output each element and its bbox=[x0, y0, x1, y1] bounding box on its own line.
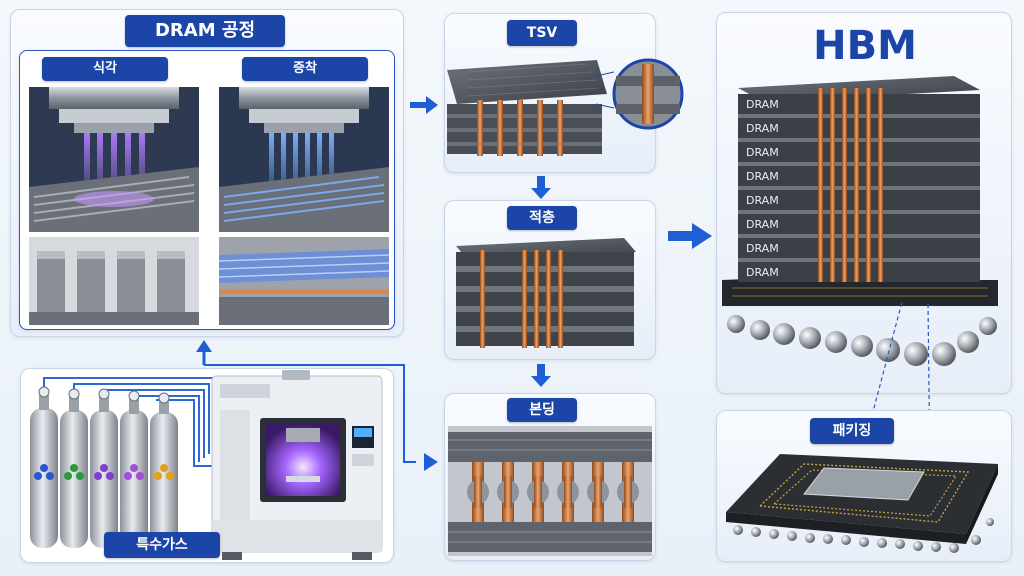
tsv-magnifier-connector bbox=[596, 71, 615, 109]
etch-label: 식각 bbox=[42, 57, 168, 81]
hbm-layer-label-4: DRAM bbox=[746, 170, 779, 183]
tsv-magnified-via bbox=[612, 58, 684, 130]
arrow-tsv-to-stacking bbox=[531, 176, 551, 199]
packaging-label: 패키징 bbox=[810, 418, 894, 444]
etch-chamber-illustration bbox=[29, 87, 199, 232]
deposition-label: 증착 bbox=[242, 57, 368, 81]
hbm-layer-label-6: DRAM bbox=[746, 218, 779, 231]
stacked-dies-illustration bbox=[456, 238, 636, 348]
arrow-process-to-tsv bbox=[410, 96, 438, 114]
hbm-layer-label-7: DRAM bbox=[746, 242, 779, 255]
arrow-to-hbm bbox=[668, 223, 712, 249]
stacking-label: 적층 bbox=[507, 206, 577, 230]
hbm-title: HBM bbox=[813, 23, 917, 69]
package-substrate-illustration bbox=[726, 454, 998, 553]
deposition-layer-closeup bbox=[219, 237, 389, 325]
cylinder-group bbox=[30, 408, 178, 548]
arrow-stacking-to-bonding bbox=[531, 364, 551, 387]
hbm-layer-label-3: DRAM bbox=[746, 146, 779, 159]
deposition-chamber-illustration bbox=[219, 87, 389, 232]
arrow-gas-to-bonding bbox=[424, 453, 438, 471]
hbm-layer-label-8: DRAM bbox=[746, 266, 779, 279]
hbm-layer-label-2: DRAM bbox=[746, 122, 779, 135]
arrow-gas-to-process bbox=[196, 340, 416, 463]
etch-trench-closeup bbox=[29, 237, 199, 325]
tsv-chip-illustration bbox=[447, 60, 607, 156]
special-gas-label: 특수가스 bbox=[104, 532, 220, 558]
hbm-layer-label-1: DRAM bbox=[746, 98, 779, 111]
gas-cylinders-and-chamber bbox=[30, 370, 383, 560]
dram-process-title: DRAM 공정 bbox=[125, 15, 285, 47]
bonding-label: 본딩 bbox=[507, 398, 577, 422]
tsv-label: TSV bbox=[507, 20, 577, 46]
bonding-cross-section bbox=[448, 426, 652, 556]
hbm-layer-label-5: DRAM bbox=[746, 194, 779, 207]
hbm-stack-illustration bbox=[722, 76, 998, 366]
